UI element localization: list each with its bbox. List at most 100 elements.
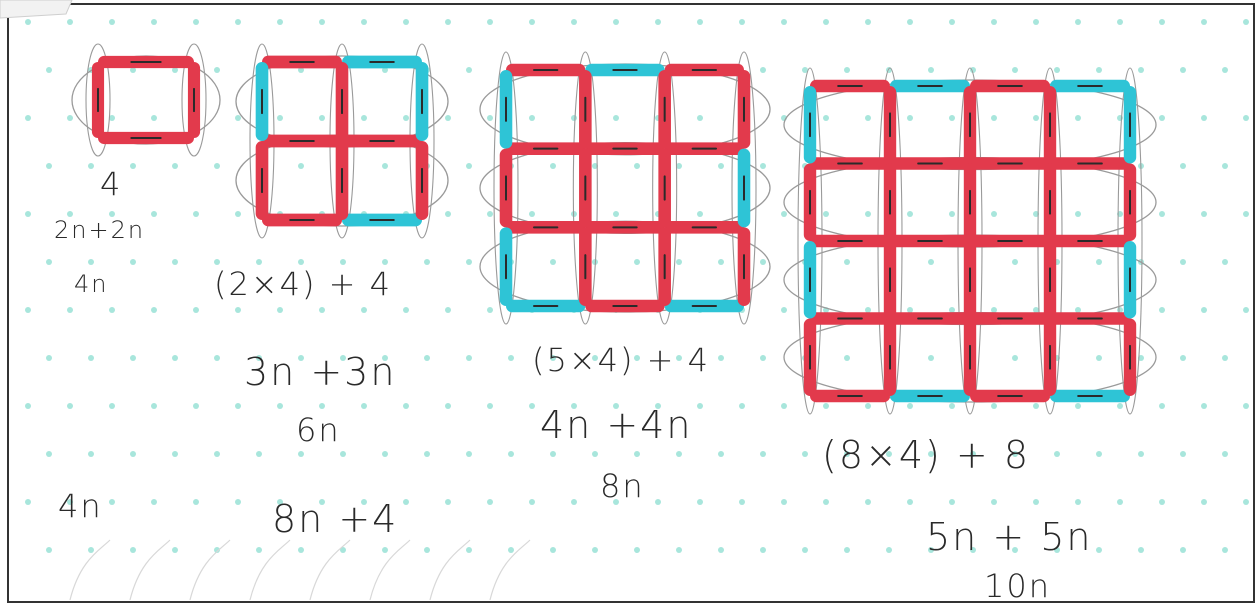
- grid-dot: [1033, 499, 1039, 505]
- grid-dot: [235, 499, 241, 505]
- grid-dot: [550, 259, 556, 265]
- grid-dot: [802, 547, 808, 553]
- grid-dot: [1012, 259, 1018, 265]
- grid-dot: [781, 403, 787, 409]
- grid-dot: [109, 19, 115, 25]
- grid-dot: [907, 211, 913, 217]
- grid-dot: [1180, 163, 1186, 169]
- grid-dot: [403, 19, 409, 25]
- grid-dot: [550, 451, 556, 457]
- fig3-simplified: 8n: [600, 470, 645, 502]
- grid-dot: [1201, 499, 1207, 505]
- grid-dot: [25, 499, 31, 505]
- grid-dot: [907, 403, 913, 409]
- grid-dot: [88, 259, 94, 265]
- grid-dot: [277, 19, 283, 25]
- grid-dot: [403, 499, 409, 505]
- grid-dot: [991, 307, 997, 313]
- grid-dot: [466, 67, 472, 73]
- fig1-count: 4: [100, 168, 122, 200]
- grid-dot: [865, 115, 871, 121]
- grid-dot: [1201, 403, 1207, 409]
- grid-dot: [46, 163, 52, 169]
- grid-dot: [1075, 19, 1081, 25]
- grid-dot: [319, 307, 325, 313]
- grid-dot: [256, 547, 262, 553]
- grid-dot: [1096, 547, 1102, 553]
- grid-dot: [1180, 259, 1186, 265]
- grid-dot: [193, 499, 199, 505]
- grid-dot: [1201, 115, 1207, 121]
- fig2-simplified: 6n: [296, 414, 341, 446]
- grid-dot: [634, 163, 640, 169]
- grid-dot: [529, 19, 535, 25]
- grid-dot: [739, 499, 745, 505]
- grid-dot: [1222, 355, 1228, 361]
- grid-dot: [1033, 403, 1039, 409]
- grid-dot: [781, 19, 787, 25]
- grid-dot: [1159, 403, 1165, 409]
- grid-dot: [25, 115, 31, 121]
- grid-dot: [361, 403, 367, 409]
- grid-dot: [1159, 115, 1165, 121]
- grid-dot: [571, 115, 577, 121]
- grid-dot: [25, 403, 31, 409]
- grid-dot: [760, 547, 766, 553]
- grid-dot: [760, 355, 766, 361]
- grid-dot: [1054, 451, 1060, 457]
- grid-dot: [445, 19, 451, 25]
- grid-dot: [1075, 307, 1081, 313]
- grid-dot: [382, 163, 388, 169]
- grid-dot: [1117, 307, 1123, 313]
- grid-dot: [88, 163, 94, 169]
- grid-dot: [1117, 19, 1123, 25]
- grid-dot: [1138, 547, 1144, 553]
- grid-dot: [67, 307, 73, 313]
- grid-dot: [277, 115, 283, 121]
- grid-dot: [46, 451, 52, 457]
- grid-dot: [235, 19, 241, 25]
- grid-dot: [172, 355, 178, 361]
- grid-dot: [1243, 307, 1249, 313]
- grid-dot: [151, 403, 157, 409]
- grid-dot: [487, 211, 493, 217]
- grid-dot: [25, 307, 31, 313]
- grid-dot: [46, 67, 52, 73]
- grid-dot: [1159, 211, 1165, 217]
- grid-dot: [844, 67, 850, 73]
- grid-dot: [172, 163, 178, 169]
- grid-dot: [1243, 403, 1249, 409]
- grid-dot: [277, 307, 283, 313]
- grid-dot: [130, 163, 136, 169]
- grid-dot: [823, 19, 829, 25]
- grid-dot: [844, 547, 850, 553]
- grid-dot: [802, 451, 808, 457]
- grid-dot: [361, 115, 367, 121]
- grid-dot: [592, 547, 598, 553]
- grid-dot: [1012, 67, 1018, 73]
- fig2-product: (2×4) + 4: [214, 268, 392, 300]
- grid-dot: [424, 547, 430, 553]
- grid-dot: [403, 115, 409, 121]
- fig4-product: (8×4) + 8: [822, 436, 1030, 474]
- grid-dot: [424, 451, 430, 457]
- grid-dot: [865, 403, 871, 409]
- grid-dot: [1096, 259, 1102, 265]
- grid-dot: [1243, 211, 1249, 217]
- grid-dot: [1033, 19, 1039, 25]
- grid-dot: [697, 403, 703, 409]
- grid-dot: [571, 499, 577, 505]
- grid-dot: [928, 259, 934, 265]
- grid-dot: [844, 355, 850, 361]
- grid-dot: [991, 211, 997, 217]
- grid-dot: [676, 259, 682, 265]
- grid-dot: [634, 451, 640, 457]
- grid-dot: [382, 451, 388, 457]
- grid-dot: [382, 547, 388, 553]
- grid-dot: [1033, 307, 1039, 313]
- grid-dot: [697, 19, 703, 25]
- grid-dot: [172, 547, 178, 553]
- grid-dot: [1222, 259, 1228, 265]
- grid-dot: [1096, 67, 1102, 73]
- grid-dot: [1159, 19, 1165, 25]
